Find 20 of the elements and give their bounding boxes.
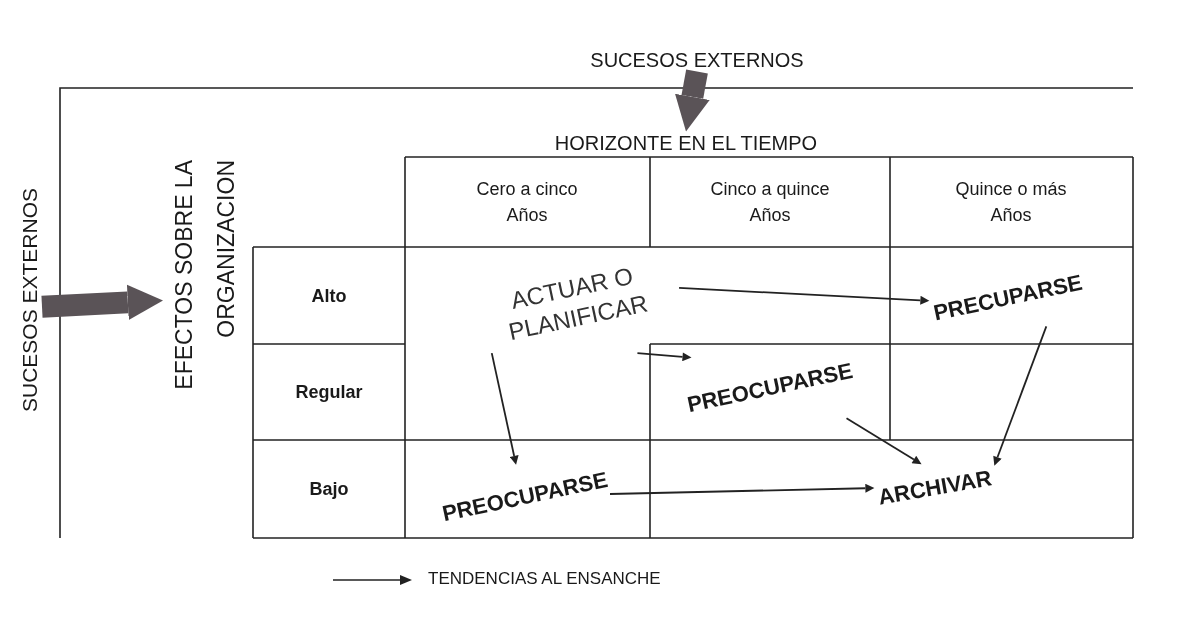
side-heading-text: SUCESOS EXTERNOS <box>18 187 42 413</box>
header-cell-text: Cinco a quince Años <box>709 178 831 227</box>
arrow <box>845 417 922 465</box>
arrow <box>993 325 1048 466</box>
row-header-cell-text: Alto <box>311 285 347 308</box>
block-arrow <box>675 69 710 132</box>
header-cell-text: Quince o más Años <box>954 178 1068 227</box>
legend-text: TENDENCIAS AL ENSANCHE <box>428 569 661 589</box>
arrow <box>678 287 930 305</box>
zone-label: ARCHIVAR <box>876 465 994 511</box>
header-cell-text: Cero a cinco Años <box>475 178 579 227</box>
row-header-cell-text: Bajo <box>309 478 349 501</box>
arrow <box>490 352 519 465</box>
axis-title: HORIZONTE EN EL TIEMPO <box>554 131 818 155</box>
heading-text: SUCESOS EXTERNOS <box>590 48 804 72</box>
arrow <box>609 483 875 495</box>
row-header-cell-text: Regular <box>295 381 363 404</box>
arrow <box>636 352 692 362</box>
axis-title: EFECTOS SOBRE LA ORGANIZACION <box>163 160 247 540</box>
block-arrow <box>41 284 163 320</box>
